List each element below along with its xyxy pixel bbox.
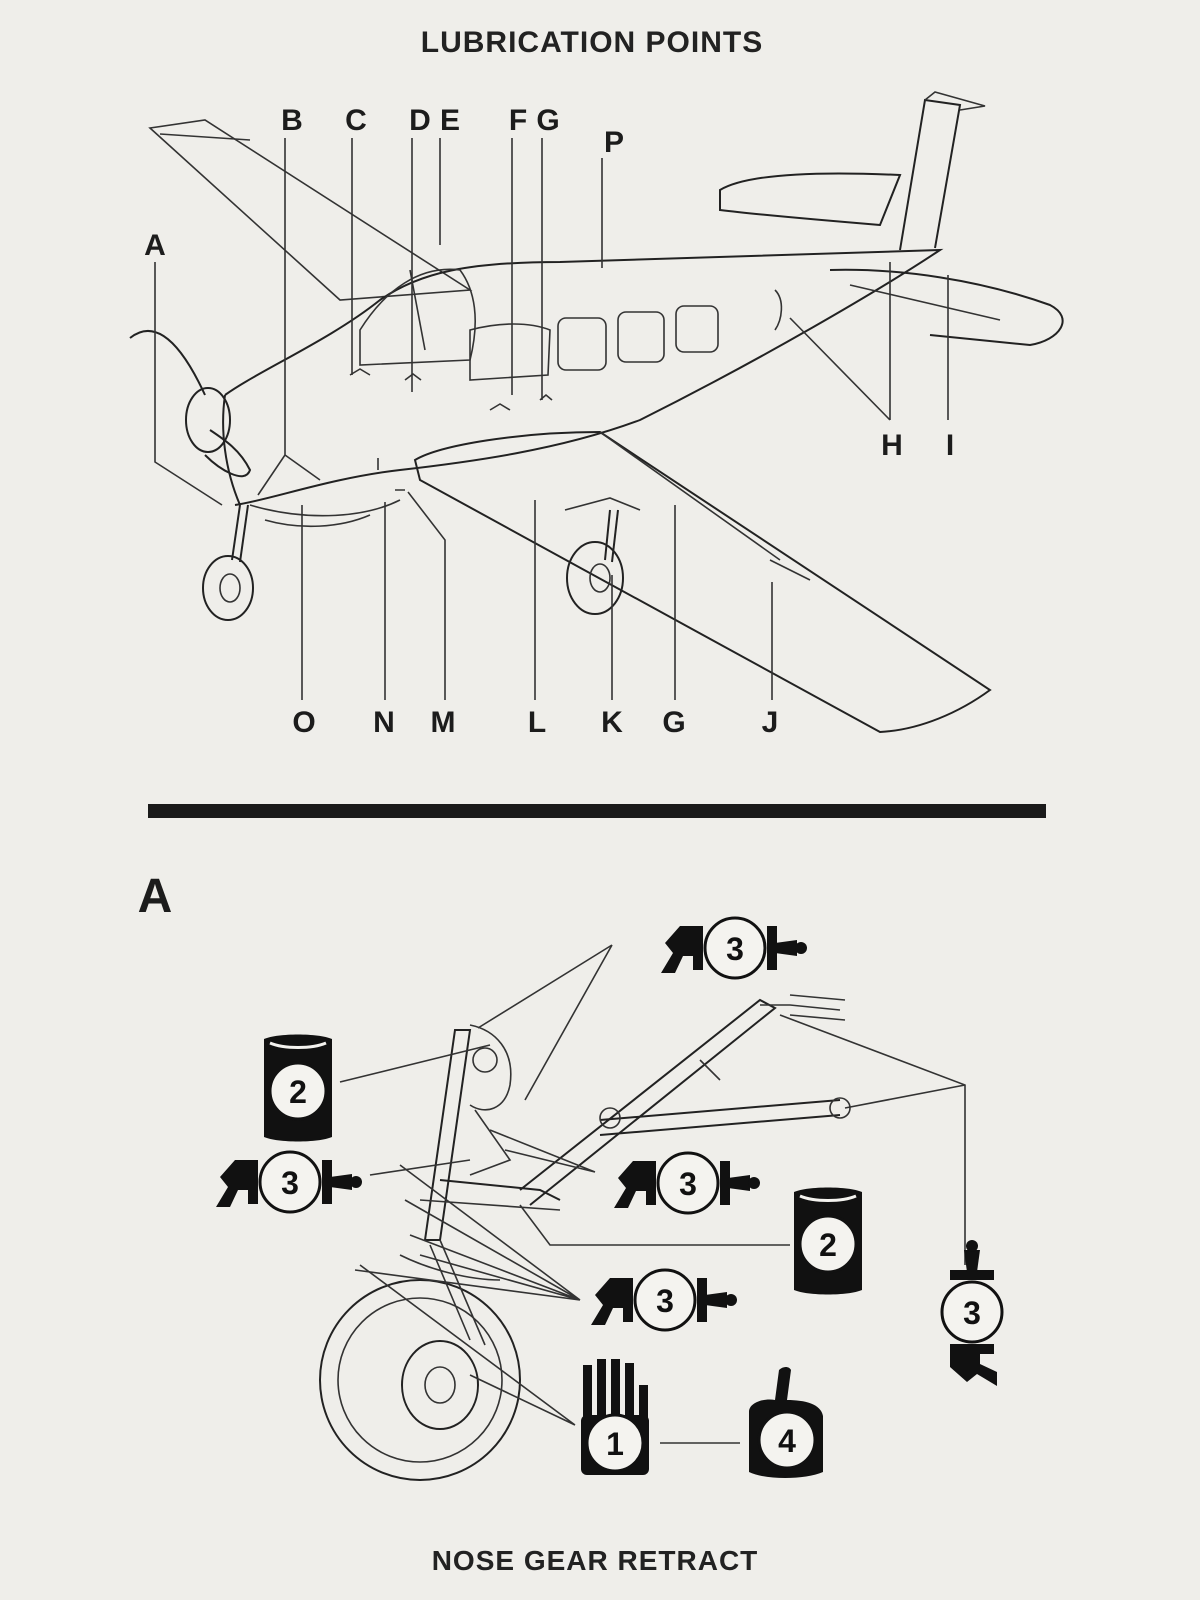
sym-3-top: 3 (659, 916, 809, 980)
svg-text:4: 4 (778, 1423, 796, 1459)
callout-B: B (281, 104, 303, 137)
sym-2-left: 2 (262, 1033, 334, 1143)
section-divider (148, 804, 1046, 818)
sym-3-left: 3 (214, 1150, 364, 1214)
section-label: A (138, 870, 173, 923)
svg-text:2: 2 (289, 1074, 307, 1110)
callout-C: C (345, 104, 367, 137)
callout-M: M (431, 706, 456, 739)
svg-text:2: 2 (819, 1227, 837, 1263)
callout-G-top: G (536, 104, 559, 137)
svg-text:3: 3 (656, 1283, 674, 1319)
callout-I: I (946, 429, 954, 462)
callout-J: J (762, 706, 779, 739)
nose-gear-drawing (319, 994, 851, 1481)
sym-3-far-right: 3 (940, 1238, 1004, 1388)
svg-text:3: 3 (281, 1165, 299, 1201)
callout-L: L (528, 706, 546, 739)
svg-text:3: 3 (679, 1166, 697, 1202)
svg-text:3: 3 (963, 1295, 981, 1331)
bottom-title: NOSE GEAR RETRACT (432, 1545, 759, 1576)
sym-1: 1 (579, 1357, 651, 1477)
callout-H: H (881, 429, 903, 462)
svg-text:3: 3 (726, 931, 744, 967)
callout-G-bottom: G (662, 706, 685, 739)
callout-D: D (409, 104, 431, 137)
top-title: LUBRICATION POINTS (421, 26, 763, 59)
svg-text:1: 1 (606, 1426, 624, 1462)
sym-3-center: 3 (612, 1151, 762, 1215)
callout-K: K (601, 706, 623, 739)
callout-P: P (604, 126, 624, 159)
sym-3-lower: 3 (589, 1268, 739, 1332)
sym-2-right: 2 (792, 1186, 864, 1296)
sym-4: 4 (747, 1365, 825, 1480)
callout-lines (154, 138, 949, 700)
callout-N: N (373, 706, 395, 739)
callout-F: F (509, 104, 527, 137)
callout-O: O (292, 706, 315, 739)
airplane-drawing (129, 91, 1064, 734)
callout-A: A (144, 229, 166, 262)
callout-letters: A B C D E F G P H I O N M L K G J (144, 104, 954, 739)
callout-E: E (440, 104, 460, 137)
nose-gear-leaders (339, 944, 966, 1444)
lube-symbols: 3 2 3 3 2 3 3 1 (214, 916, 1004, 1480)
